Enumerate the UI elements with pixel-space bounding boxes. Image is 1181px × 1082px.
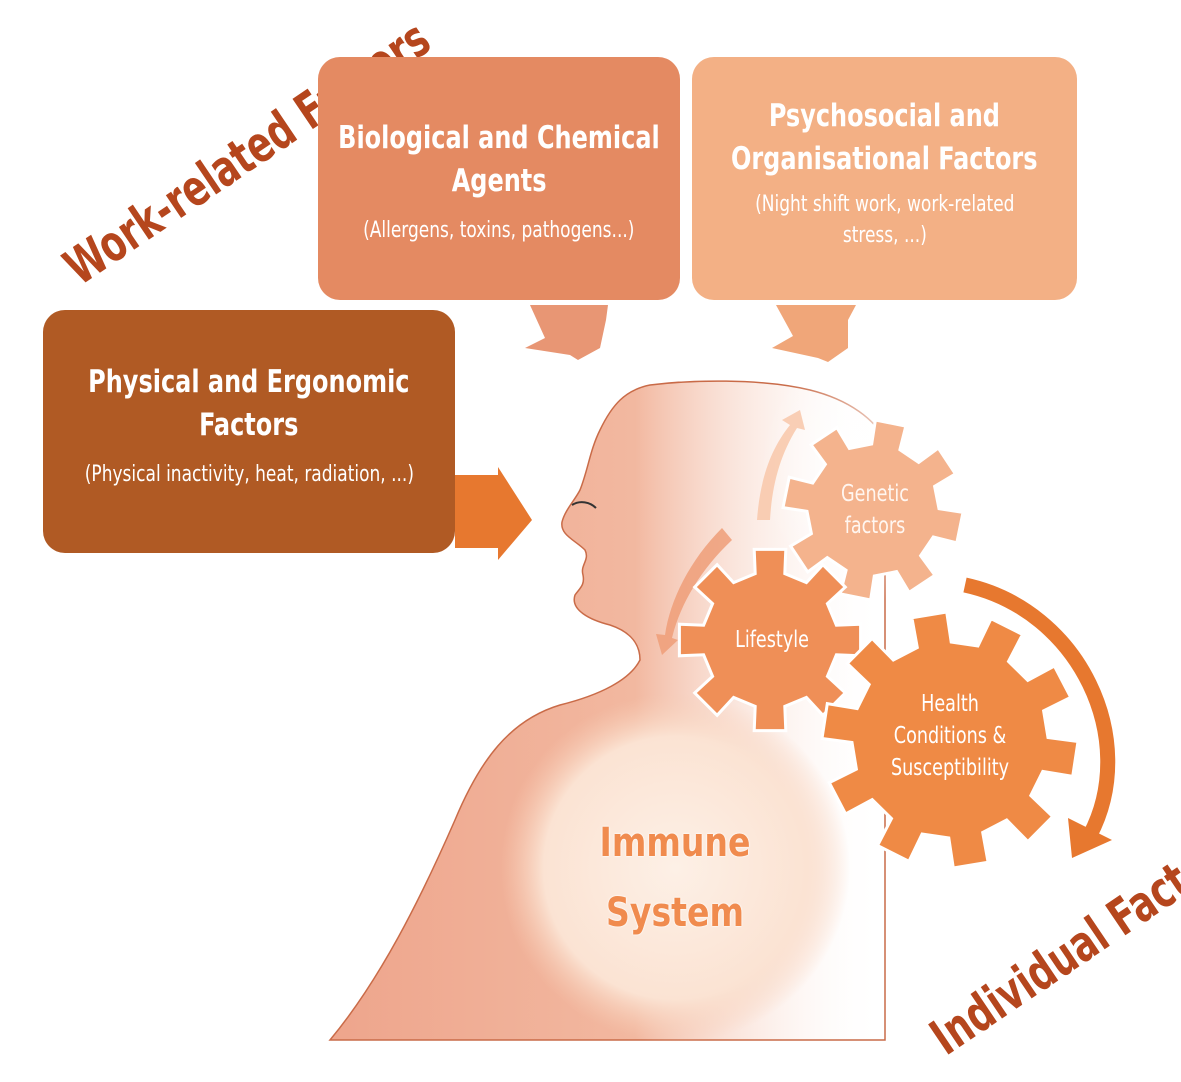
gear-label-line: factors (844, 513, 906, 539)
gear-lifestyle (677, 547, 863, 733)
health-conditions-label: Health Conditions & Susceptibility (882, 688, 1018, 784)
gear-icon (781, 418, 965, 602)
box-subtitle: (Night shift work, work-related (754, 192, 1015, 217)
cycle-arrow-icon (656, 528, 732, 655)
box-title-line: Physical and Ergonomic (88, 364, 410, 400)
arrow-down-icon (525, 305, 608, 360)
box-subtitle: stress, ...) (842, 223, 927, 248)
eye-icon (571, 501, 597, 509)
box-subtitle: (Physical inactivity, heat, radiation, .… (84, 462, 414, 487)
biological-chemical-agents-box: Biological and Chemical Agents (Allergen… (318, 57, 680, 300)
box-title-line: Agents (451, 163, 547, 199)
box-title-line: Psychosocial and (768, 98, 1001, 134)
gear-label-line: Conditions & (893, 723, 1007, 749)
box-title-line: Factors (199, 407, 299, 443)
cycle-arrow-icon (757, 410, 805, 520)
immune-line: Immune (599, 820, 751, 866)
box-subtitle: (Allergens, toxins, pathogens...) (363, 218, 635, 243)
arrow-down-icon (772, 305, 856, 362)
curved-arrow-icon (963, 577, 1116, 839)
gear-genetic (781, 418, 965, 602)
immune-glow (500, 693, 850, 1043)
lifestyle-label: Lifestyle (735, 627, 809, 653)
curved-arrow-icon (1068, 818, 1112, 858)
box-title-line: Organisational Factors (731, 141, 1038, 177)
gear-icon (820, 610, 1080, 870)
genetic-factors-label: Genetic factors (828, 478, 922, 542)
immune-system-label: Immune System (555, 808, 794, 948)
physical-ergonomic-box: Physical and Ergonomic Factors (Physical… (43, 310, 455, 553)
box-title-line: Biological and Chemical (338, 120, 660, 156)
gear-health (820, 610, 1080, 870)
immune-line: System (606, 890, 744, 936)
gear-label-line: Health (921, 691, 979, 717)
gear-icon (677, 547, 863, 733)
psychosocial-organisational-box: Psychosocial and Organisational Factors … (692, 57, 1077, 300)
arrow-right-icon (455, 467, 532, 560)
gear-label-line: Susceptibility (890, 755, 1010, 781)
gear-label-line: Genetic (841, 481, 909, 507)
